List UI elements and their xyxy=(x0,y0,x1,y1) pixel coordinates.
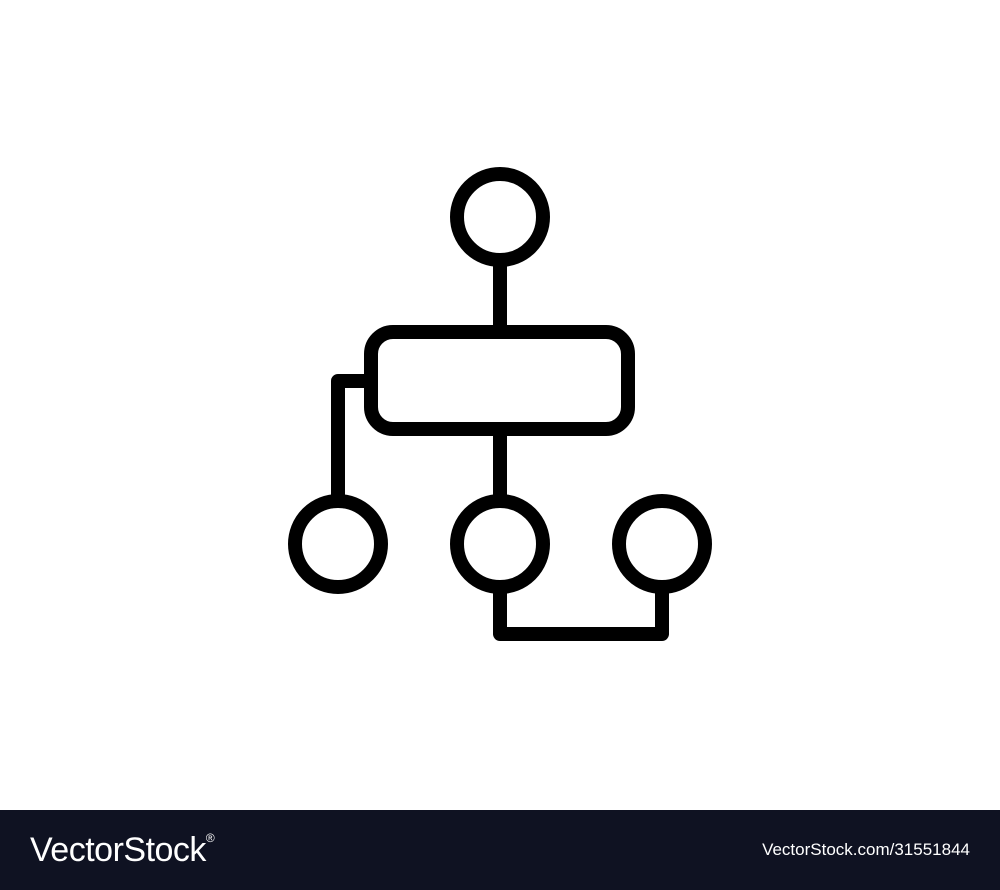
brand-name: VectorStock xyxy=(30,831,206,869)
bottom-left-node-circle xyxy=(288,494,388,594)
image-id-text: VectorStock.com/31551844 xyxy=(762,840,970,859)
top-node-circle xyxy=(450,167,550,267)
center-node-rectangle xyxy=(364,325,635,436)
registered-mark: ® xyxy=(205,831,215,845)
bottom-center-node-circle xyxy=(450,494,550,594)
watermark-footer: VectorStock® VectorStock.com/31551844 xyxy=(0,810,1000,890)
bottom-right-node-circle xyxy=(612,494,712,594)
icon-canvas xyxy=(288,167,712,641)
hierarchy-flowchart-icon xyxy=(288,167,712,641)
left-connector-line xyxy=(331,374,371,501)
vectorstock-logo: VectorStock® xyxy=(30,828,215,872)
bottom-connector-line xyxy=(493,587,669,641)
